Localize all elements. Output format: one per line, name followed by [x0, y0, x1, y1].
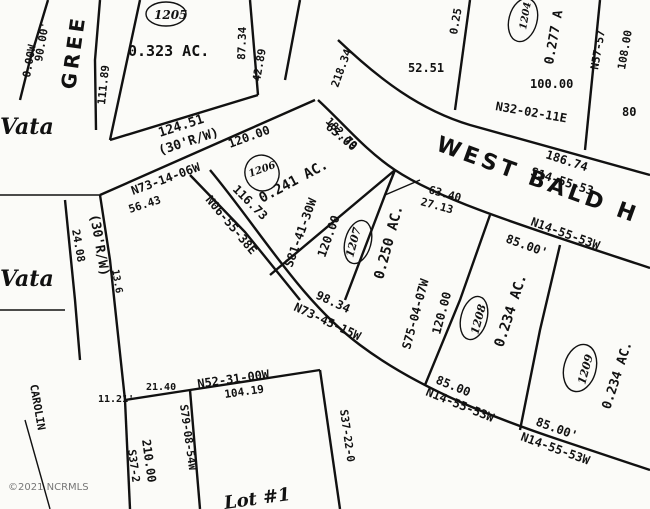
lot-1205-south [109, 93, 259, 142]
dim-120-00-c: 120.00 [429, 290, 454, 336]
tie-line [384, 179, 421, 196]
dim-13-6: 13.6 [109, 269, 124, 295]
dim-100-00: 100.00 [530, 77, 573, 91]
lot-1204-circle [507, 0, 539, 43]
dim-218-34: 218.34 [329, 47, 355, 89]
lot-bottom-label: Lot #1 [222, 484, 292, 509]
vata-lower-label: Vata [0, 266, 54, 292]
lot-bottom-west [123, 399, 132, 509]
row-left-east [98, 194, 127, 401]
lot-1206-south [269, 169, 396, 276]
lot-1208-acreage: 0.234 AC. [492, 272, 531, 349]
lot-1206-divider [189, 174, 301, 301]
watermark: ©2021 NCRMLS [8, 482, 89, 493]
dim-210-00: 210.00 [139, 438, 159, 483]
dim-104-19: 104.19 [224, 383, 265, 401]
dim-11-21: 11.21' [98, 394, 134, 405]
row-upper-south [99, 98, 316, 197]
lot-1204-number: 1204 [518, 1, 534, 30]
dim-120-00-b: 120.00 [315, 213, 343, 259]
lot-1209-circle [562, 343, 598, 393]
road-edge-south [317, 99, 650, 270]
dim-0-25: 0.25 [447, 7, 464, 35]
vata-upper-label: Vata [0, 114, 54, 140]
lot-1207-number: 1207 [343, 226, 364, 259]
lot-1205-number: 1205 [154, 8, 187, 22]
lot-upper-right-b [583, 0, 602, 151]
lot-1205-acreage: 0.323 AC. [128, 42, 209, 60]
lot-1209-divider [518, 244, 562, 431]
dim-24-08: 24.08 [69, 228, 88, 263]
row-left-west [63, 199, 82, 361]
road-name-carolina: CAROLIN [27, 383, 48, 431]
dim-42-89: 42.89 [250, 48, 269, 83]
dim-s79-08-54w: S79-08-54W [177, 404, 199, 472]
dim-s37-22: S37-22-0 [337, 409, 357, 463]
dim-21-40: 21.40 [146, 382, 176, 393]
lot-1205-west [108, 0, 142, 141]
carolina-line [24, 419, 51, 509]
green-street-right [93, 0, 102, 131]
lot-1204-acreage: 0.277 A [542, 9, 566, 66]
lot-1208-number: 1208 [468, 303, 489, 336]
lot-bottom-inner [188, 389, 202, 509]
dim-120-00-a: 120.00 [226, 123, 272, 151]
lot-1205-inner [283, 0, 302, 81]
dim-n32-02-11e: N32-02-11E [494, 99, 568, 125]
dim-52-51: 52.51 [408, 61, 444, 75]
lot-1205-circle [145, 1, 187, 27]
dim-87-34: 87.34 [235, 26, 249, 60]
green-street-left [18, 0, 50, 101]
dim-85-00-a: 85.00' [504, 232, 550, 260]
dim-0-00w: 0.00W [20, 43, 39, 78]
dim-n57-57: N57-57 [588, 29, 608, 70]
lot-1209-acreage: 0.234 AC. [600, 340, 636, 412]
lot-bottom-east [318, 369, 342, 509]
road-curve-lower [209, 169, 650, 472]
lot-1205-east [248, 0, 260, 96]
dim-80: 80 [622, 105, 636, 119]
lot-1207-circle [343, 219, 373, 265]
lot-1208-divider [423, 214, 492, 386]
dim-108-00: 108.00 [615, 29, 635, 70]
dim-s75-04-07w: S75-04-07W [399, 277, 431, 351]
dim-111-89: 111.89 [95, 64, 112, 105]
lot-1206-number: 1206 [247, 160, 277, 180]
dim-s81-41-30w: S81-41-30W [282, 196, 320, 269]
lot-upper-right-a [453, 0, 472, 111]
dim-s37-2: S37-2 [125, 449, 142, 484]
dim-56-43: 56.43 [127, 193, 163, 216]
road-name-green: GREE [56, 13, 90, 91]
lot-1206-circle [244, 154, 280, 192]
lot-1208-circle [459, 295, 489, 341]
road-edge-north [337, 39, 650, 177]
lot-1209-number: 1209 [575, 353, 596, 386]
